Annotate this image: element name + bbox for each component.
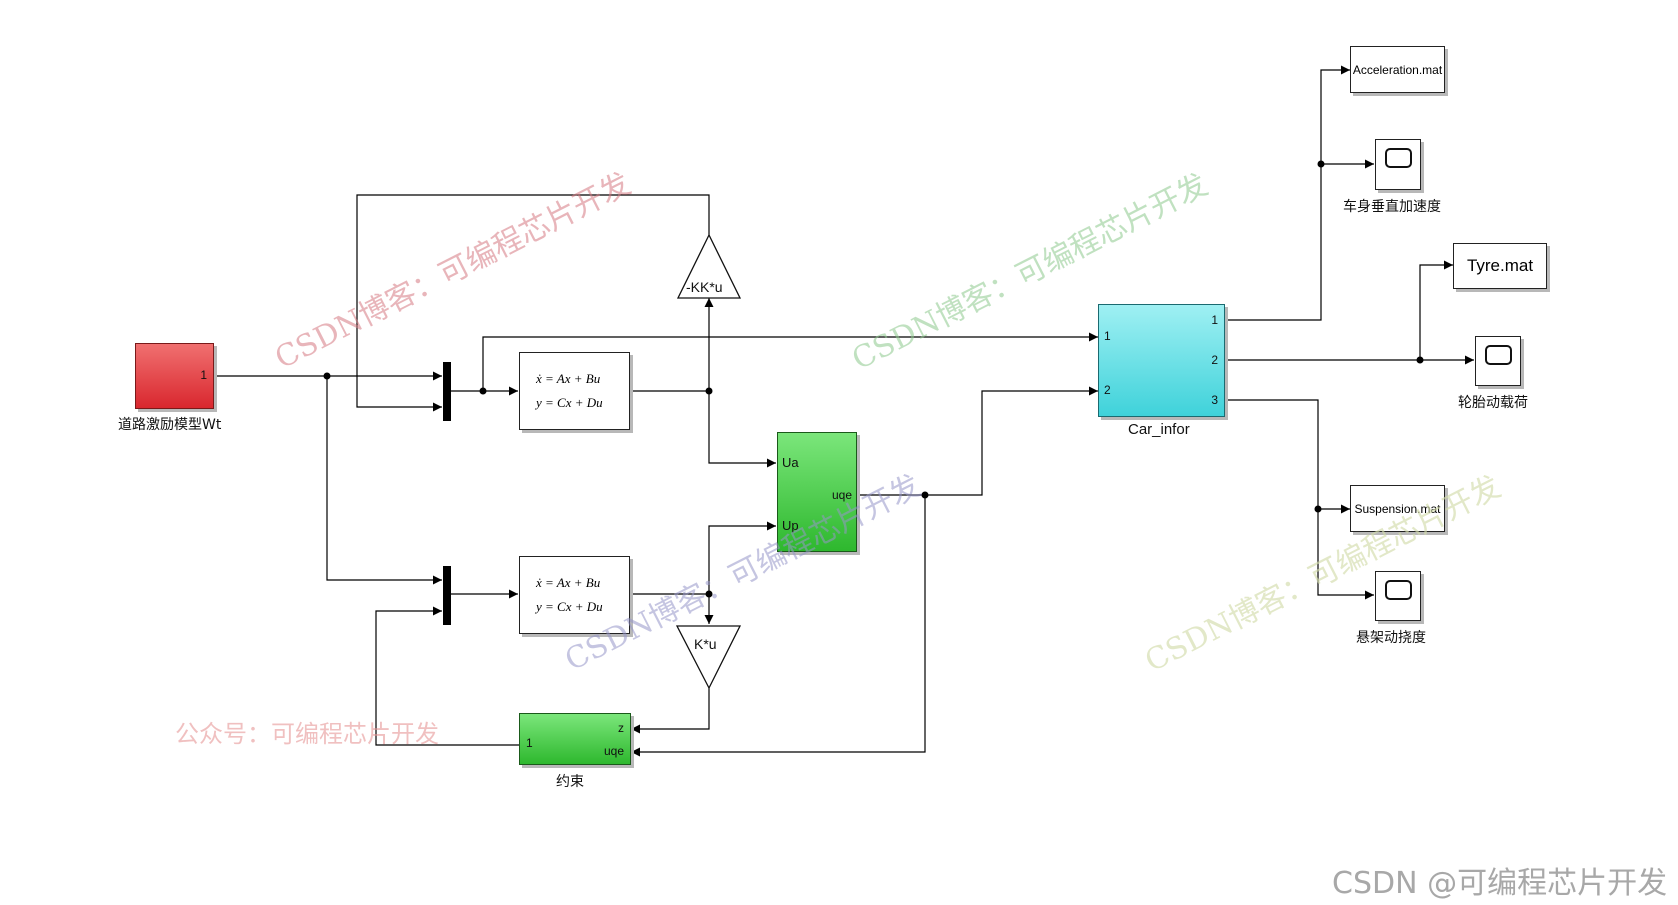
watermark-wechat: 公众号：可编程芯片开发 [175, 720, 439, 748]
suspension-def-scope-label: 悬架动挠度 [1356, 630, 1426, 646]
acceleration-file-block[interactable]: Acceleration.mat [1350, 46, 1445, 93]
road-excitation-block[interactable]: 1 [135, 343, 214, 409]
mux-top[interactable] [443, 362, 451, 421]
scope-screen-icon [1485, 345, 1512, 365]
car-infor-label: Car_infor [1128, 421, 1190, 438]
controller-block[interactable]: Ua Up uqe [777, 432, 857, 552]
suspension-file-block[interactable]: Suspension.mat [1350, 485, 1445, 532]
controller-in-up: Up [782, 518, 799, 533]
scope-screen-icon [1385, 580, 1412, 600]
car-in1: 1 [1104, 329, 1111, 343]
state-space-top-block[interactable]: ẋ = Ax + Bu y = Cx + Du [519, 352, 630, 430]
gain-bottom-triangle[interactable] [675, 625, 742, 690]
ss-bottom-eq2: y = Cx + Du [536, 599, 603, 614]
tyre-load-scope-label: 轮胎动载荷 [1458, 395, 1528, 411]
constraint-in-uqe: uqe [603, 744, 624, 758]
scope-screen-icon [1385, 148, 1412, 168]
road-out-port-label: 1 [200, 368, 207, 382]
controller-out-uqe: uqe [831, 488, 852, 502]
ss-bottom-eq1: ẋ = Ax + Bu [536, 575, 601, 590]
body-accel-scope-label: 车身垂直加速度 [1343, 199, 1441, 215]
gain-top-label: -KK*u [686, 279, 723, 295]
tyre-file-block[interactable]: Tyre.mat [1453, 243, 1547, 289]
suspension-def-scope[interactable] [1375, 571, 1421, 621]
car-in2: 2 [1104, 383, 1111, 397]
car-out3: 3 [1211, 393, 1218, 407]
body-accel-scope[interactable] [1375, 139, 1421, 190]
ss-top-eq1: ẋ = Ax + Bu [536, 371, 601, 386]
constraint-label: 约束 [556, 774, 584, 790]
road-block-label: 道路激励模型Wt [118, 417, 222, 433]
state-space-bottom-block[interactable]: ẋ = Ax + Bu y = Cx + Du [519, 556, 630, 634]
watermark-footer: CSDN @可编程芯片开发 [1332, 866, 1668, 901]
car-out1: 1 [1211, 313, 1218, 327]
car-out2: 2 [1211, 353, 1218, 367]
controller-in-ua: Ua [782, 455, 799, 470]
tyre-load-scope[interactable] [1475, 336, 1521, 386]
constraint-in-z: z [618, 721, 624, 735]
constraint-out-port: 1 [526, 736, 533, 750]
gain-top-triangle[interactable] [676, 233, 742, 299]
gain-bottom-label: K*u [694, 636, 717, 652]
constraint-block[interactable]: z uqe 1 [519, 713, 631, 765]
mux-bottom[interactable] [443, 566, 451, 625]
car-infor-block[interactable]: 1 2 1 2 3 [1098, 304, 1225, 417]
ss-top-eq2: y = Cx + Du [536, 395, 603, 410]
